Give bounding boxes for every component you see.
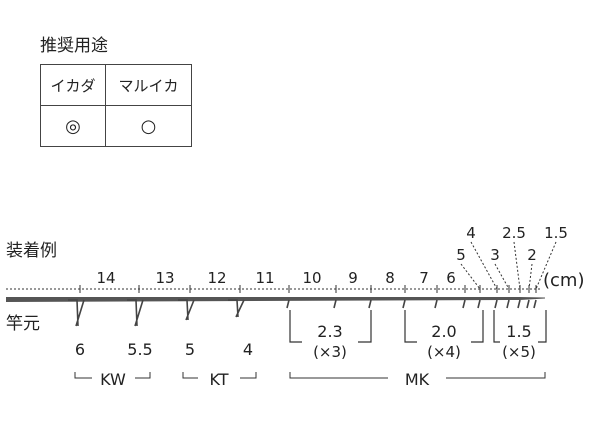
group-count-label: (×4) (427, 343, 461, 361)
guide-mark (506, 299, 510, 309)
guide-mark (333, 299, 337, 309)
guide-mark (494, 299, 498, 309)
spacing-label: 6 (446, 269, 456, 287)
leader-line (460, 263, 481, 290)
leader-line (494, 263, 510, 290)
group-bracket (289, 310, 302, 343)
leader-line (513, 241, 521, 290)
guide-size-label: 4 (243, 340, 253, 359)
usage-mark-raft: ◎ (40, 105, 106, 147)
group-bracket (538, 310, 547, 343)
guide-mark (517, 299, 521, 309)
type-label-mk: MK (405, 370, 430, 389)
type-range-bracket (446, 372, 546, 379)
guide-mark (434, 299, 438, 309)
spacing-label: 14 (96, 269, 115, 287)
group-size-label: 1.5 (506, 322, 531, 341)
guide-mark (286, 299, 290, 309)
spacing-label: 1.5 (544, 224, 568, 242)
spacing-label: 10 (302, 269, 321, 287)
spacing-label: 13 (155, 269, 174, 287)
group-bracket (493, 310, 500, 343)
guide-size-label: 5.5 (127, 340, 152, 359)
rod-blank (6, 297, 545, 302)
group-size-label: 2.3 (317, 322, 342, 341)
guide-marks (68, 299, 537, 327)
guide-mark (462, 299, 466, 309)
group-bracket (358, 310, 372, 343)
guide-mark (228, 299, 245, 318)
type-label-kt: KT (209, 370, 228, 389)
spacing-label: 2 (527, 246, 537, 264)
guide-mark (533, 299, 537, 309)
type-label-kw: KW (100, 370, 126, 389)
usage-title: 推奨用途 (40, 36, 108, 56)
spacing-label: 2.5 (502, 224, 526, 242)
leader-line (528, 263, 533, 290)
spacing-label: 12 (207, 269, 226, 287)
guide-size-label: 5 (185, 340, 195, 359)
guide-mark (477, 299, 481, 309)
group-count-label: (×3) (313, 343, 347, 361)
type-range-bracket (74, 372, 92, 379)
usage-table: イカダ マルイカ ◎ ○ (40, 64, 193, 147)
spacing-label: 8 (385, 269, 395, 287)
usage-col-maruika: マルイカ (104, 64, 193, 106)
spacing-label: 5 (456, 246, 466, 264)
guide-size-label: 6 (75, 340, 85, 359)
type-range-bracket (289, 372, 388, 379)
unit-label: (cm) (543, 270, 584, 291)
type-range-bracket (240, 372, 257, 379)
spacing-label: 4 (466, 224, 476, 242)
spacing-label: 9 (348, 269, 358, 287)
rod-butt-label: 竿元 (6, 314, 40, 334)
leader-line (470, 241, 498, 290)
usage-mark-maruika: ○ (104, 105, 193, 147)
guide-mark (368, 299, 372, 309)
type-range-bracket (182, 372, 198, 379)
spacing-label: 7 (419, 269, 429, 287)
group-bracket (471, 310, 484, 343)
tick-marks (79, 285, 537, 293)
usage-col-raft: イカダ (40, 64, 106, 106)
group-count-label: (×5) (502, 343, 536, 361)
guide-mark (178, 299, 195, 321)
guide-mark (127, 299, 144, 327)
spacing-label: 11 (255, 269, 274, 287)
guide-mark (526, 299, 530, 309)
guide-mark (402, 299, 406, 309)
group-size-label: 2.0 (431, 322, 456, 341)
guide-mark (68, 299, 85, 327)
group-bracket (404, 310, 417, 343)
leader-line (535, 241, 557, 290)
spacing-label: 3 (490, 246, 500, 264)
example-title: 装着例 (6, 241, 57, 261)
type-range-bracket (135, 372, 151, 379)
